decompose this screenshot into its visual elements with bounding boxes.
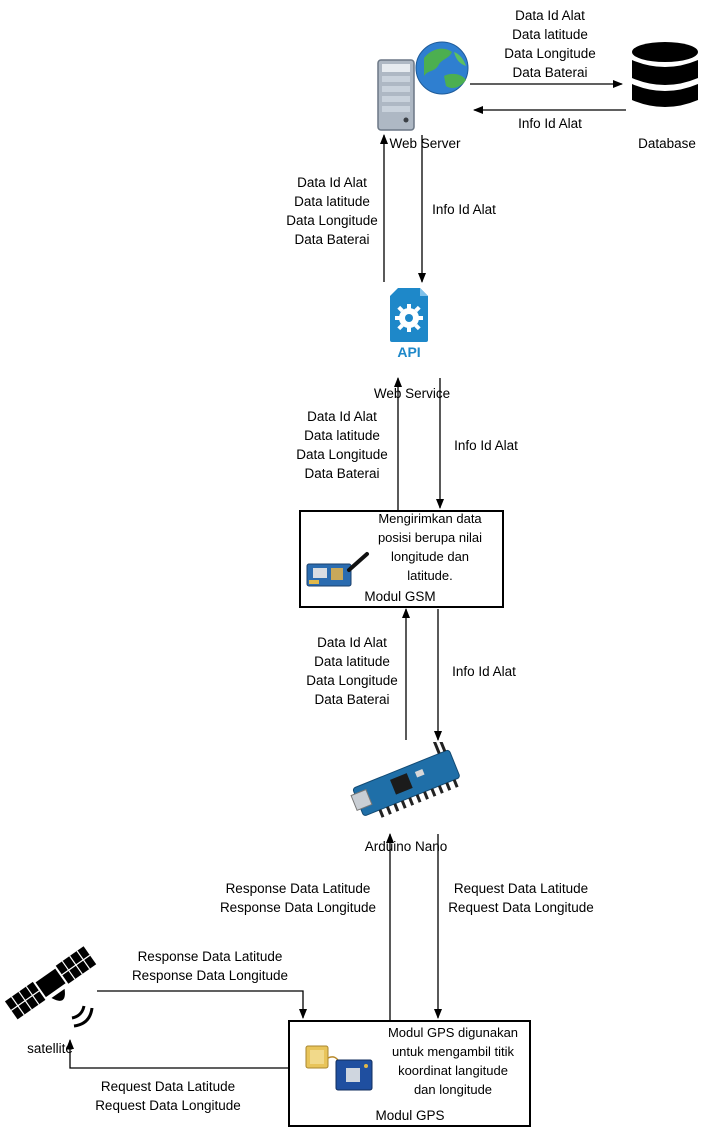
gps-module-box xyxy=(288,1020,531,1127)
edge-text: Request Data Latitude xyxy=(453,881,589,896)
edge-text: Data Longitude xyxy=(504,46,596,61)
edge-gsm-to-arduino-label: Info Id Alat xyxy=(436,662,532,681)
arduino-nano-icon xyxy=(350,742,460,818)
database-label: Database xyxy=(638,136,696,151)
gps-description-line: koordinat langitude xyxy=(398,1063,508,1078)
gps-description-line: dan longitude xyxy=(413,1082,493,1097)
edge-arduino-to-gps-label: Request Data Latitude Request Data Longi… xyxy=(436,879,606,917)
edge-text: Data latitude xyxy=(294,194,370,209)
edge-service-to-server-label: Data Id Alat Data latitude Data Longitud… xyxy=(272,173,392,249)
edge-satellite-to-gps-label: Response Data Latitude Response Data Lon… xyxy=(120,947,300,985)
api-icon-text: API xyxy=(397,344,420,360)
edge-text: Data Longitude xyxy=(306,673,398,688)
edge-text: Data Baterai xyxy=(304,466,380,481)
edge-text: Info Id Alat xyxy=(518,116,582,131)
edge-text: Data Id Alat xyxy=(317,635,387,650)
edge-text: Data Longitude xyxy=(286,213,378,228)
edge-text: Response Data Latitude xyxy=(137,949,283,964)
gsm-module-box xyxy=(299,510,504,608)
gps-description-line: untuk mengambil titik xyxy=(391,1044,515,1059)
web-server-icon xyxy=(377,41,469,131)
gps-board-icon xyxy=(305,1045,373,1091)
edge-text: Info Id Alat xyxy=(454,438,518,453)
gps-description-line: Modul GPS digunakan xyxy=(387,1025,519,1040)
edge-text: Data Id Alat xyxy=(297,175,367,190)
edge-text: Data Id Alat xyxy=(307,409,377,424)
gsm-description-line: posisi berupa nilai xyxy=(377,530,483,545)
gsm-module-label: Modul GSM xyxy=(364,589,436,604)
edge-text: Request Data Latitude xyxy=(100,1079,236,1094)
edge-text: Response Data Longitude xyxy=(131,968,289,983)
arduino-nano-label: Arduino Nano xyxy=(364,839,448,854)
edge-text: Data Longitude xyxy=(296,447,388,462)
edge-text: Data latitude xyxy=(304,428,380,443)
edge-text: Data Id Alat xyxy=(515,8,585,23)
edge-gsm-to-service-label: Data Id Alat Data latitude Data Longitud… xyxy=(282,407,402,483)
edge-text: Info Id Alat xyxy=(452,664,516,679)
edge-text: Data Baterai xyxy=(294,232,370,247)
edge-text: Data Baterai xyxy=(512,65,588,80)
edge-text: Info Id Alat xyxy=(432,202,496,217)
edge-text: Data latitude xyxy=(512,27,588,42)
edge-arduino-to-gsm-label: Data Id Alat Data latitude Data Longitud… xyxy=(292,633,412,709)
database-icon xyxy=(632,42,698,107)
gsm-description-line: longitude dan xyxy=(390,549,470,564)
edge-service-to-gsm-label: Info Id Alat xyxy=(438,436,534,455)
edge-gps-to-arduino-label: Response Data Latitude Response Data Lon… xyxy=(210,879,386,917)
edge-text: Response Data Latitude xyxy=(225,881,371,896)
edge-text: Response Data Longitude xyxy=(219,900,377,915)
gsm-description-line: latitude. xyxy=(407,568,453,583)
edge-gps-to-satellite-label: Request Data Latitude Request Data Longi… xyxy=(82,1077,254,1115)
edge-server-to-database-label: Data Id Alat Data latitude Data Longitud… xyxy=(490,6,610,82)
satellite-icon xyxy=(4,946,97,1028)
web-service-label: Web Service xyxy=(373,386,451,401)
gps-module-label: Modul GPS xyxy=(375,1108,445,1123)
api-icon: API xyxy=(390,288,428,360)
gsm-board-icon xyxy=(306,552,369,587)
web-server-label: Web Server xyxy=(389,136,461,151)
arrow-gps-to-satellite xyxy=(66,1039,288,1069)
edge-text: Data Baterai xyxy=(314,692,390,707)
gps-description: Modul GPS digunakan untuk mengambil titi… xyxy=(376,1023,530,1099)
edge-text: Request Data Longitude xyxy=(448,900,594,915)
edge-text: Request Data Longitude xyxy=(95,1098,241,1113)
edge-database-to-server-label: Info Id Alat xyxy=(500,114,600,133)
arrow-satellite-to-gps xyxy=(97,990,307,1019)
edge-server-to-service-label: Info Id Alat xyxy=(416,200,512,219)
edge-text: Data latitude xyxy=(314,654,390,669)
gsm-description: Mengirimkan data posisi berupa nilai lon… xyxy=(362,509,498,585)
satellite-label: satellite xyxy=(27,1041,73,1056)
gsm-description-line: Mengirimkan data xyxy=(378,511,482,526)
